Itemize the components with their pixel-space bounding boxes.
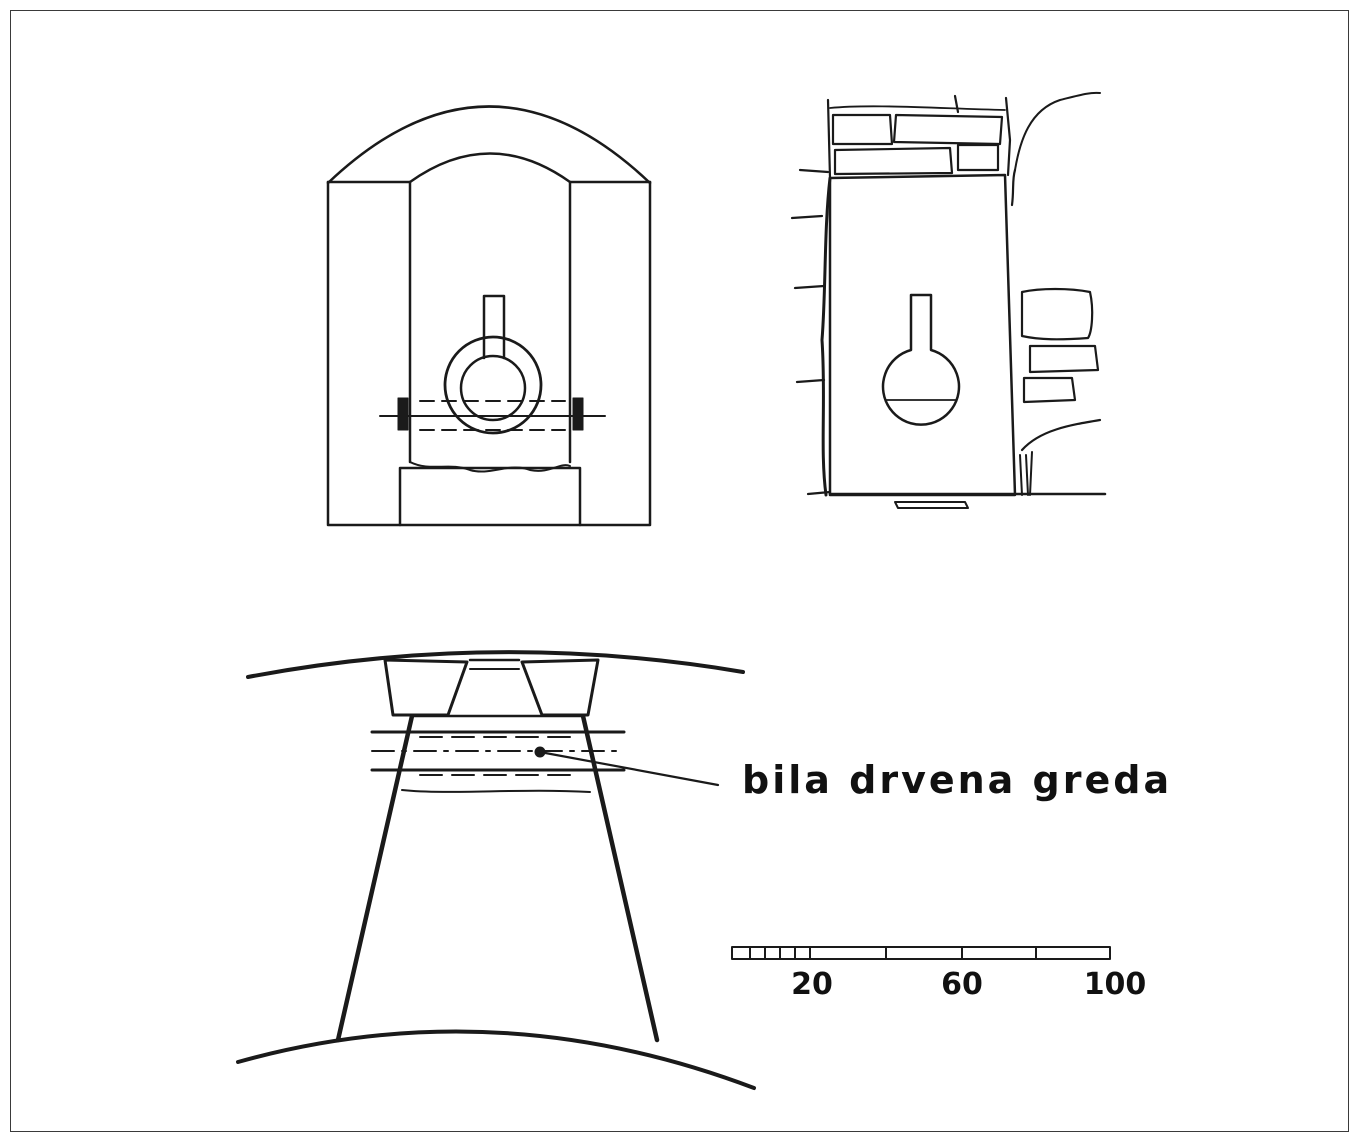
scale-tick-label: 60 bbox=[941, 967, 983, 1002]
beam-annotation-label: bila drvena greda bbox=[742, 758, 1172, 802]
scale-tick-label: 100 bbox=[1084, 967, 1147, 1002]
masonry-elevation bbox=[790, 91, 1107, 509]
section-plan bbox=[236, 650, 756, 1090]
scale-bar bbox=[731, 946, 1111, 960]
figure-frame bbox=[10, 10, 1349, 1132]
front-elevation bbox=[326, 105, 652, 527]
scale-tick-label: 20 bbox=[791, 967, 833, 1002]
